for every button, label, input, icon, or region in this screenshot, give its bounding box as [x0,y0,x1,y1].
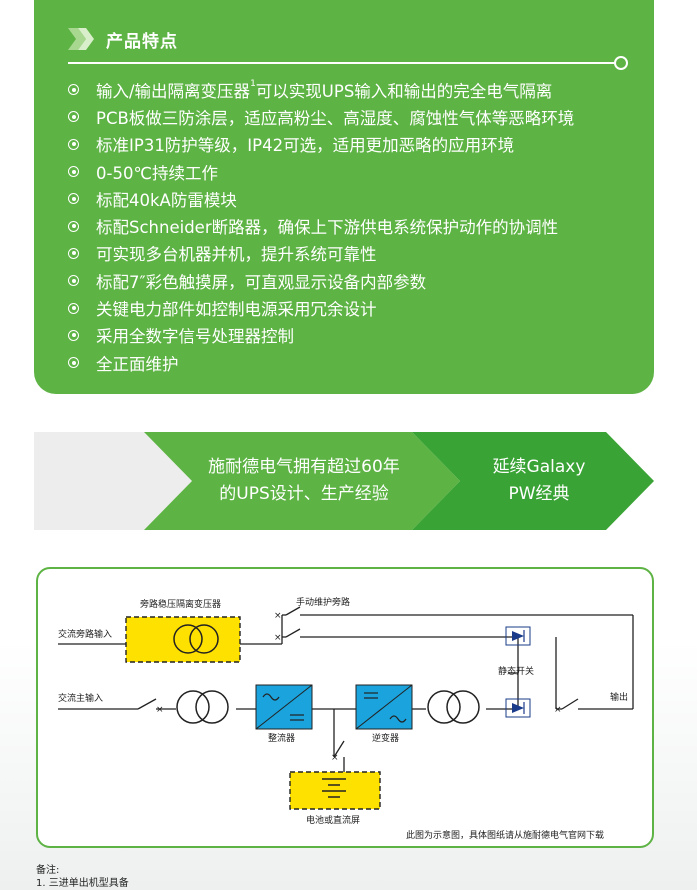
bullet-icon [68,166,79,178]
double-chevron-icon [68,28,94,50]
static-switch-label: 静态开关 [498,667,535,677]
bullet-icon [68,111,79,123]
list-item: 标准IP31防护等级，IP42可选，适用更加恶略的应用环境 [68,131,574,158]
manual-bypass-label: 手动维护旁路 [296,598,351,608]
list-item: 标配40kA防雷模块 [68,185,574,212]
list-item: 可实现多台机器并机，提升系统可靠性 [68,240,574,267]
list-item: 标配7″彩色触摸屏，可直观显示设备内部参数 [68,267,574,294]
schematic-lines: × × × × × × [58,606,634,810]
features-title: 产品特点 [106,31,178,52]
inverter-label: 逆变器 [372,734,400,744]
svg-text:×: × [156,705,164,715]
notes-line-1: 1. 三进单出机型具备 [36,878,129,889]
bullet-icon [68,138,79,150]
rectifier-label: 整流器 [268,734,296,744]
bullet-icon [68,357,79,369]
banner-galaxy-text: 延续Galaxy PW经典 [492,457,586,504]
heritage-banner: 施耐德电气拥有超过60年 的UPS设计、生产经验 延续Galaxy PW经典 [34,432,654,530]
divider-end-circle [614,56,628,70]
svg-text:×: × [274,611,282,621]
list-item: PCB板做三防涂层，适应高粉尘、高湿度、腐蚀性气体等恶略环境 [68,103,574,130]
bullet-icon [68,220,79,232]
diagram-caption: 此图为示意图，具体图纸请从施耐德电气官网下载 [406,831,605,841]
svg-text:×: × [274,633,282,643]
list-item: 全正面维护 [68,349,574,376]
output-label: 输出 [610,693,629,703]
banner-experience-text: 施耐德电气拥有超过60年 的UPS设计、生产经验 [208,457,400,504]
list-item: 标配Schneider断路器，确保上下游供电系统保护动作的协调性 [68,212,574,239]
banner-arrows [34,432,654,530]
bullet-icon [68,84,79,96]
bullet-icon [68,329,79,341]
ac-main-input-label: 交流主输入 [58,694,104,704]
ups-schematic: × × × × × × [36,567,654,848]
battery-label: 电池或直流屏 [306,816,361,826]
notes-heading: 备注: [36,865,60,876]
list-item: 采用全数字信号处理器控制 [68,322,574,349]
footnote-marker: 1 [250,78,256,89]
svg-text:×: × [554,705,562,715]
features-header: 产品特点 [68,26,178,52]
bullet-icon [68,193,79,205]
bullet-icon [68,247,79,259]
ac-bypass-input-label: 交流旁路输入 [58,630,113,640]
list-item: 关键电力部件如控制电源采用冗余设计 [68,294,574,321]
list-item: 0-50℃持续工作 [68,158,574,185]
bullet-icon [68,275,79,287]
bypass-transformer-label: 旁路稳压隔离变压器 [140,600,222,610]
bullet-icon [68,302,79,314]
svg-text:×: × [331,753,339,763]
header-divider [68,62,616,64]
